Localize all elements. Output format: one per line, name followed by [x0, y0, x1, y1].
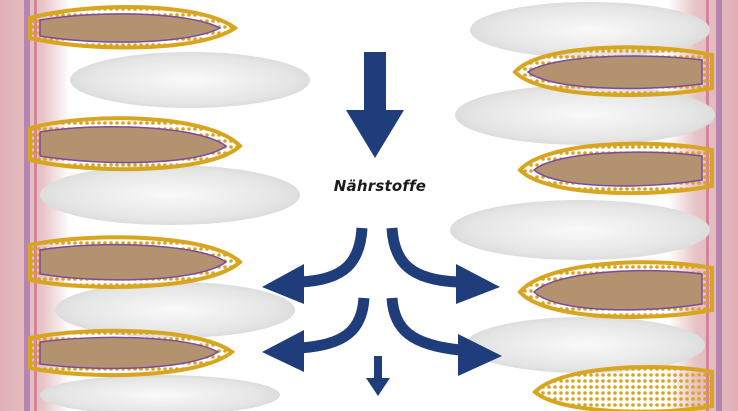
- villus: [515, 47, 712, 95]
- villus: [520, 262, 712, 317]
- villus: [30, 118, 240, 169]
- villus: [520, 144, 712, 193]
- villus: [30, 331, 232, 375]
- nutrients-label: Nährstoffe: [300, 177, 460, 195]
- down-arrow-icon: [366, 356, 390, 396]
- right-intestinal-wall: [450, 0, 738, 411]
- villus: [30, 7, 235, 47]
- villus: [30, 237, 240, 287]
- left-intestinal-wall: [0, 0, 310, 411]
- curved-arrow-icon: [262, 228, 362, 304]
- down-arrow-icon: [346, 52, 404, 158]
- villus: [535, 367, 712, 411]
